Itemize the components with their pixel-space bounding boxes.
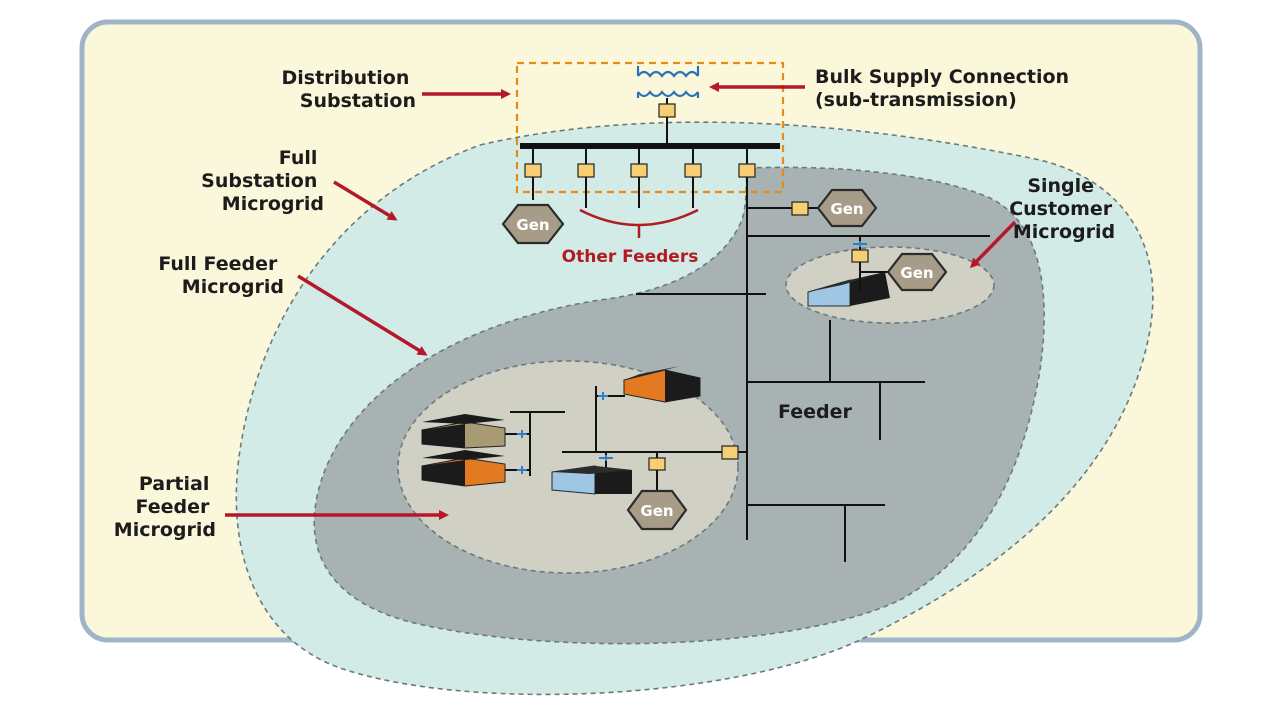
- feeder-lines: [562, 201, 990, 562]
- generator-feeder-label: Gen: [830, 200, 863, 218]
- generator-feeder-icon: [816, 188, 878, 228]
- building-blue: [551, 465, 632, 495]
- generator-customer-icon: [886, 252, 948, 292]
- building-orange-top: [623, 366, 701, 403]
- label-full-feeder: Full Feeder Microgrid: [158, 253, 284, 298]
- label-other-feeders: Other Feeders: [562, 247, 699, 267]
- label-partial-feeder: Partial Feeder Microgrid: [114, 473, 216, 541]
- transformer-icon: [636, 66, 700, 98]
- distribution-substation-box: [515, 61, 785, 194]
- partial-feeder-lines: [505, 386, 666, 492]
- building-tan: [421, 414, 506, 449]
- generator-partial-label: Gen: [640, 502, 673, 520]
- bus-feeder-drops: [524, 146, 756, 540]
- other-feeders-bracket: [579, 208, 699, 227]
- label-full-substation: Full Substation Microgrid: [201, 147, 324, 215]
- label-single-customer: Single Customer Microgrid: [1009, 175, 1119, 243]
- partial-feeder-switches: [517, 392, 613, 474]
- generator-customer-label: Gen: [900, 264, 933, 282]
- generator-substation-icon: [501, 203, 565, 245]
- building-orange-left: [421, 450, 506, 487]
- single-customer-microgrid-zone: [785, 246, 995, 324]
- annotation-arrows: [225, 82, 1017, 520]
- breaker-main: [658, 103, 676, 118]
- generator-partial-icon: [626, 489, 688, 531]
- label-distribution-substation: Distribution Substation: [282, 67, 417, 112]
- generator-substation-label: Gen: [516, 216, 549, 234]
- label-bulk-supply: Bulk Supply Connection (sub-transmission…: [815, 66, 1076, 111]
- label-feeder: Feeder: [778, 401, 852, 423]
